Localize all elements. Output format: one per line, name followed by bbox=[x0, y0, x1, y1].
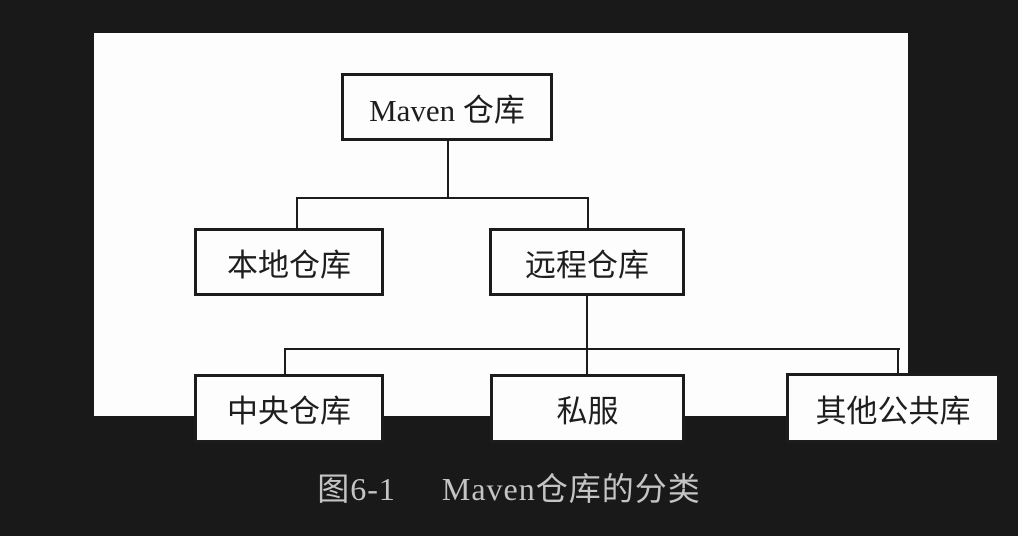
figure-title: Maven仓库的分类 bbox=[441, 471, 701, 507]
node-other-public-repo: 其他公共库 bbox=[786, 373, 1000, 443]
connector-stub-local bbox=[296, 197, 298, 230]
node-private-server: 私服 bbox=[490, 374, 685, 443]
connector-stub-remote bbox=[587, 197, 589, 230]
node-remote-repo: 远程仓库 bbox=[489, 228, 685, 296]
connector-stub-other-public bbox=[897, 348, 899, 375]
node-local-repo: 本地仓库 bbox=[194, 228, 384, 296]
node-central-repo: 中央仓库 bbox=[194, 374, 384, 443]
connector-level3-horizontal bbox=[284, 348, 900, 350]
connector-maven-down bbox=[447, 141, 449, 199]
node-maven-repo: Maven 仓库 bbox=[341, 73, 553, 141]
figure-number: 图6-1 bbox=[317, 471, 396, 507]
figure-caption: 图6-1 Maven仓库的分类 bbox=[0, 464, 1018, 510]
connector-remote-down bbox=[586, 296, 588, 376]
diagram-panel: Maven 仓库 本地仓库 远程仓库 中央仓库 私服 其他公共库 bbox=[94, 33, 1000, 443]
connector-level2-horizontal bbox=[296, 197, 589, 199]
connector-stub-central bbox=[284, 348, 286, 376]
